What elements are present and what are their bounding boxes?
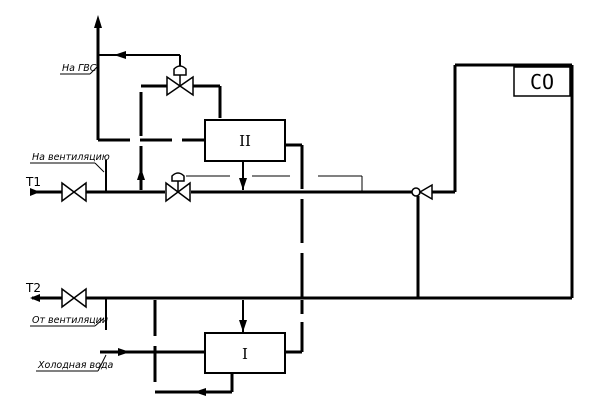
heat-exchanger-2-label: II [239, 132, 251, 150]
valve-t2-outlet [61, 287, 87, 309]
check-valve-co [411, 183, 433, 201]
control-valve-supply [165, 172, 191, 203]
t2-label: T2 [25, 281, 41, 295]
heat-exchanger-2: II [204, 119, 286, 162]
label-from-ventilation: От вентиляции [30, 315, 108, 327]
arrow-down-exchanger-1 [239, 320, 247, 332]
arrow-left-hot-water-branch [114, 51, 126, 59]
label-hot-water: На ГВС [60, 63, 99, 75]
from-ventilation-label: От вентиляции [32, 315, 108, 326]
valve-t1-inlet [61, 181, 87, 203]
arrow-down-exchanger-2 [239, 178, 247, 190]
arrow-right-cold-water [118, 348, 130, 356]
heat-exchanger-1-label: I [242, 345, 248, 363]
control-valve-hot-water [166, 65, 194, 97]
control-line [186, 175, 363, 192]
arrow-up-bypass [137, 168, 145, 180]
arrow-right-t1-inlet [30, 188, 40, 196]
arrow-left-exchanger-1-outlet [194, 388, 206, 396]
label-to-ventilation: На вентиляцию [30, 152, 110, 173]
arrow-up-hot-water [94, 15, 102, 28]
exchanger-2-piping [96, 25, 304, 298]
label-cold-water: Холодная вода [36, 354, 114, 372]
flow-arrows [30, 15, 247, 396]
arrow-left-t2-outlet [30, 294, 40, 302]
hot-water-label: На ГВС [62, 63, 97, 74]
t1-label: T1 [25, 175, 41, 189]
heating-system-loop [416, 63, 574, 298]
heating-system-label: CO [530, 70, 554, 94]
to-ventilation-label: На вентиляцию [32, 152, 110, 163]
heat-exchanger-1: I [204, 332, 286, 374]
cold-water-label: Холодная вода [37, 360, 114, 371]
heating-system-co: CO [513, 66, 571, 97]
